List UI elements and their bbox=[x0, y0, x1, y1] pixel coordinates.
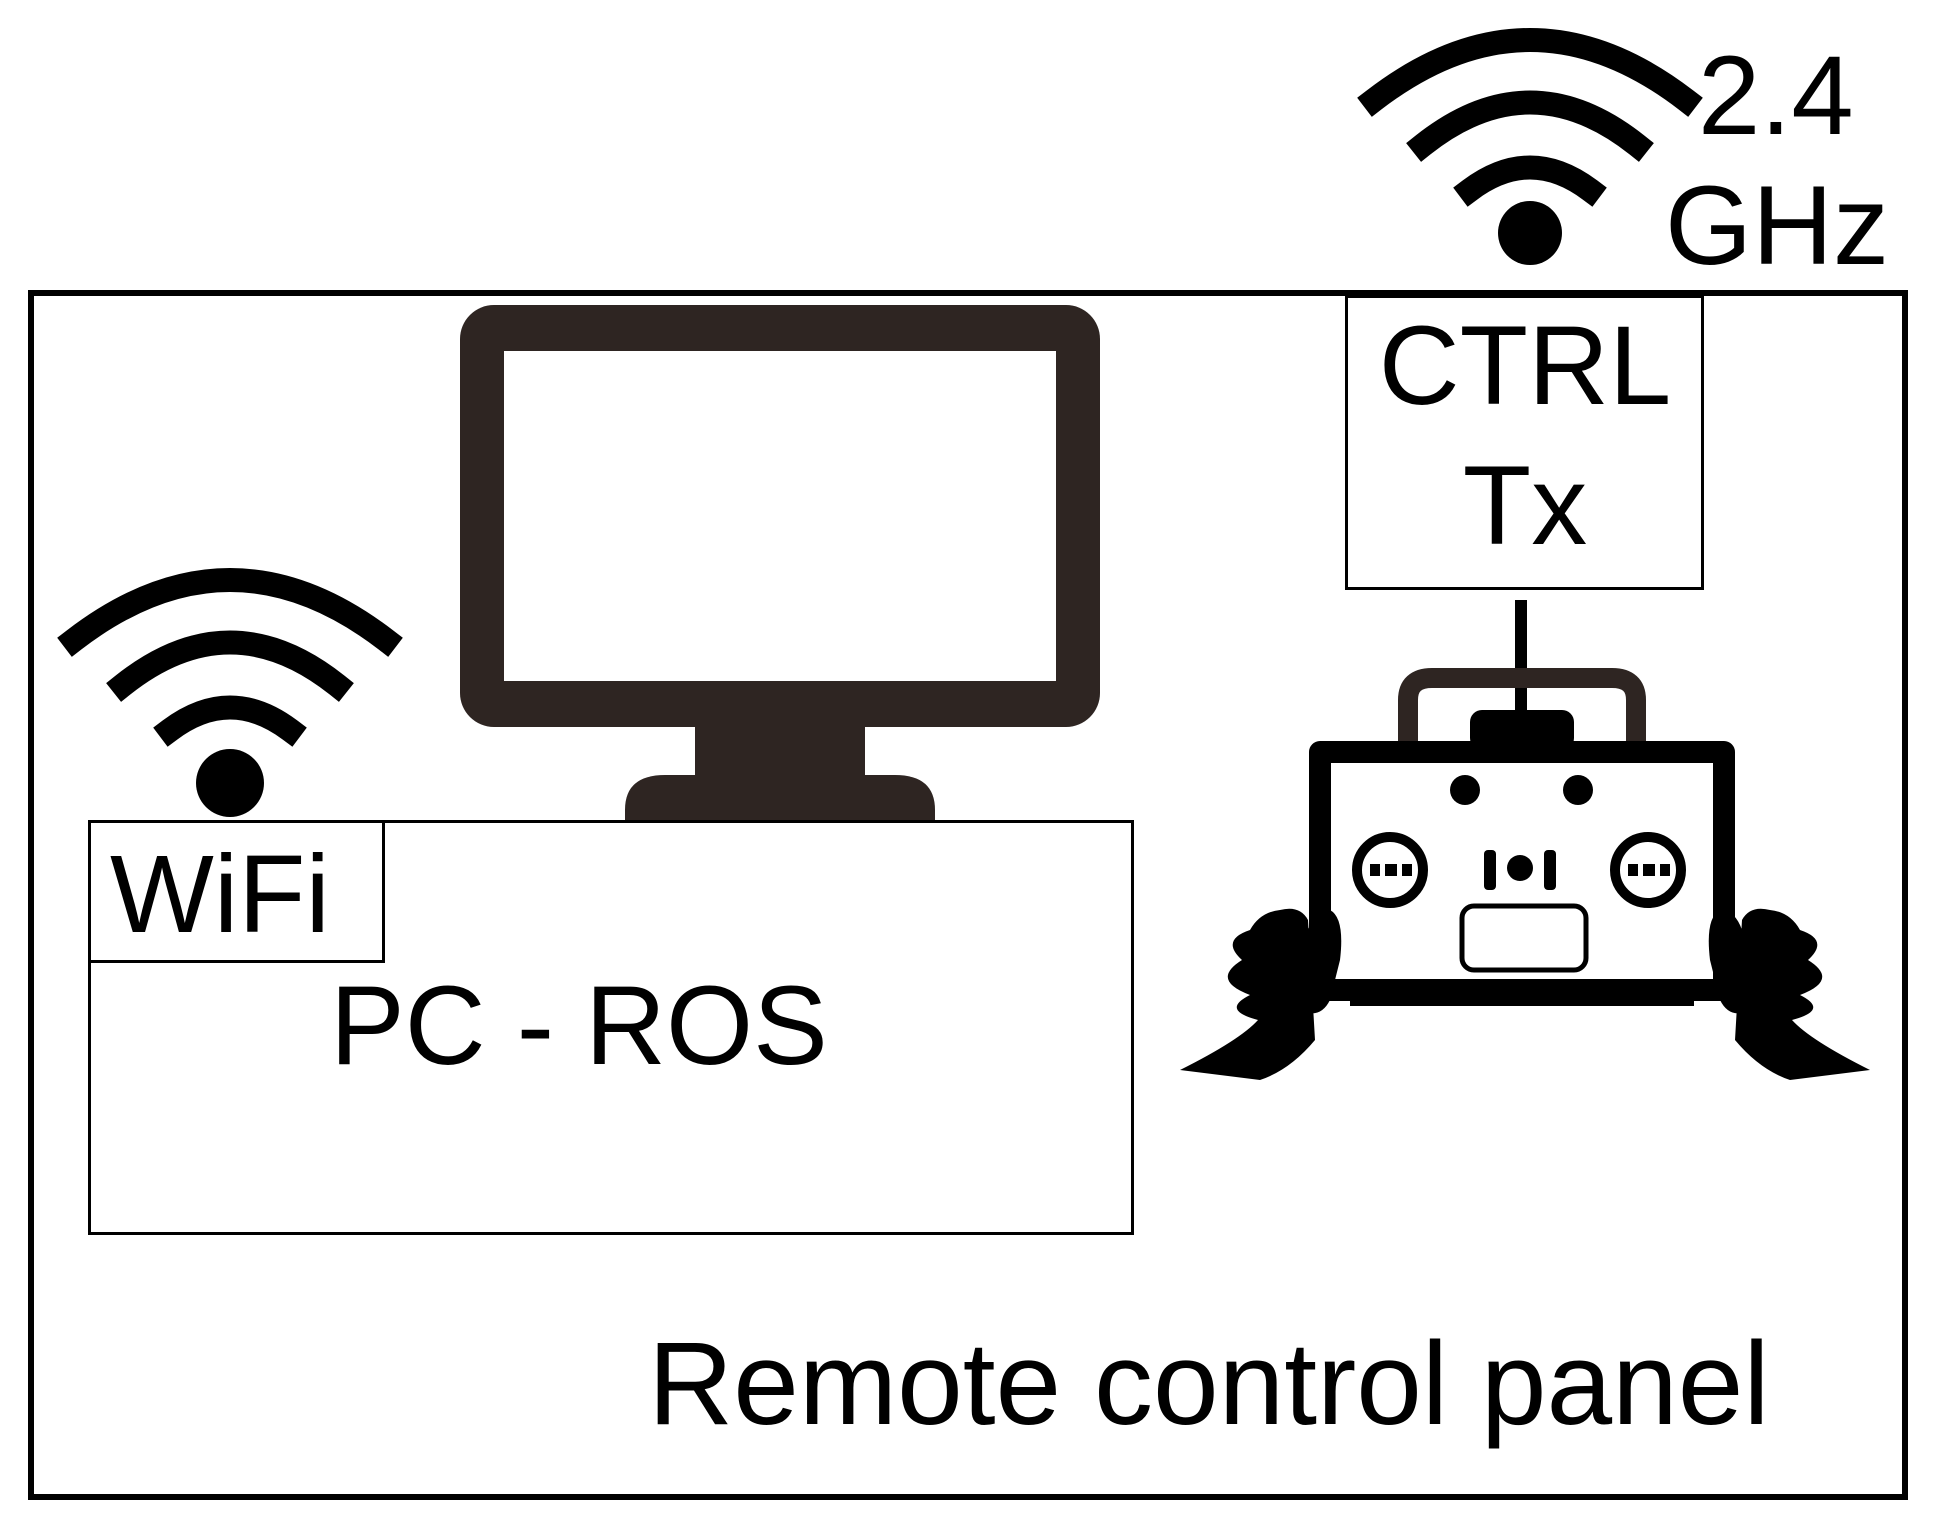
ctrl-tx-box bbox=[1345, 295, 1704, 590]
wifi-box bbox=[88, 820, 385, 963]
remote-control-panel-frame bbox=[28, 290, 1908, 1500]
ctrl-label: CTRL bbox=[1378, 303, 1672, 428]
radio-signal-icon bbox=[1357, 28, 1703, 265]
remote-control-panel-label: Remote control panel bbox=[648, 1318, 1770, 1450]
monitor-icon bbox=[460, 305, 1100, 825]
frequency-value: 2.4 bbox=[1698, 33, 1854, 158]
pc-ros-label: PC - ROS bbox=[330, 963, 828, 1088]
tx-label: Tx bbox=[1462, 443, 1588, 568]
rc-transmitter-icon bbox=[1180, 600, 1870, 1080]
frequency-unit: GHz bbox=[1665, 163, 1889, 288]
hands-icon bbox=[1180, 908, 1870, 1080]
wifi-label: WiFi bbox=[110, 833, 330, 956]
wifi-signal-icon bbox=[57, 568, 403, 817]
